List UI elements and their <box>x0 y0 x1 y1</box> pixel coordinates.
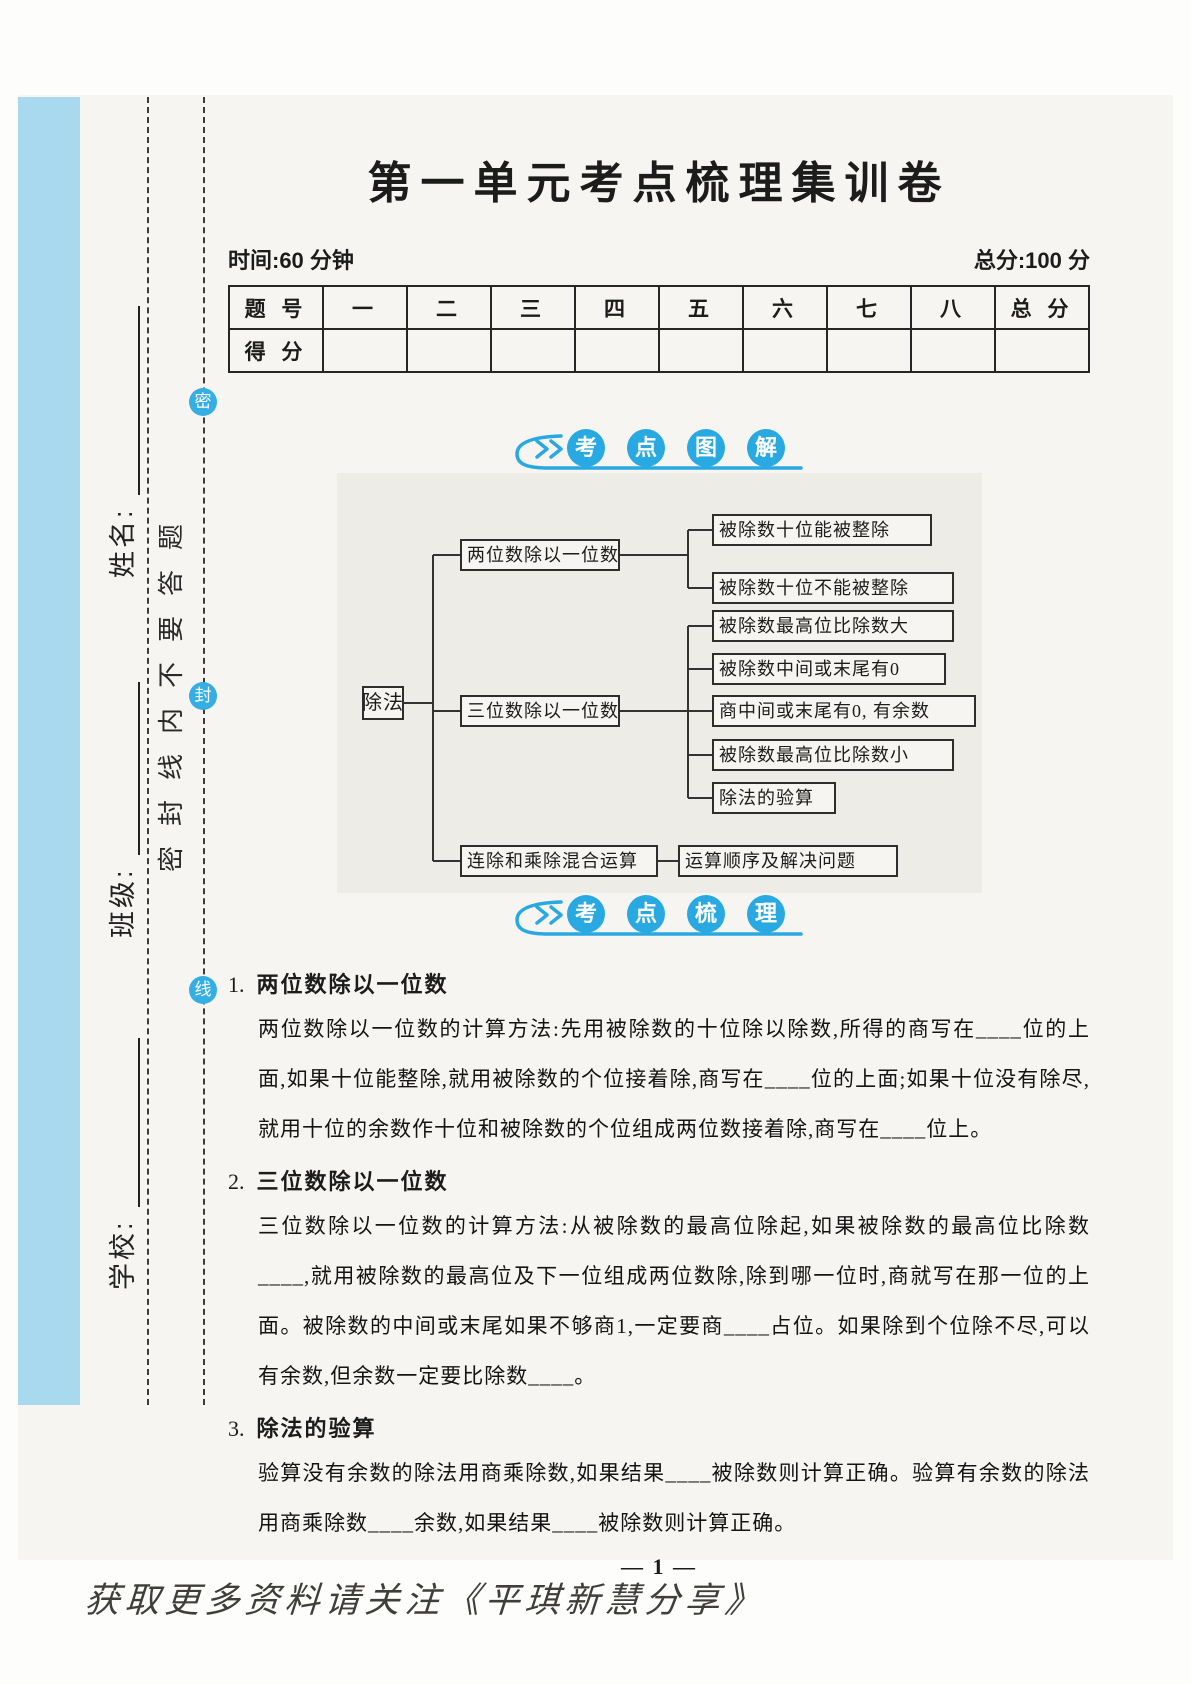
section-body: 两位数除以一位数的计算方法:先用被除数的十位除以除数,所得的商写在____位的上… <box>258 1017 1090 1141</box>
class-blank-line <box>130 682 140 856</box>
flowchart-leaf: 运算顺序及解决问题 <box>678 845 898 877</box>
flowchart-node-branch-1: 两位数除以一位数 <box>460 539 620 571</box>
score-cell-empty <box>994 328 1090 373</box>
flowchart-leaf: 被除数十位不能被整除 <box>712 572 954 604</box>
name-label: 姓名: <box>108 507 138 578</box>
seal-dashed-line-outer <box>203 97 205 1405</box>
score-cell-empty <box>826 328 912 373</box>
seal-dashed-line-inner <box>147 97 149 1405</box>
main-content: 第一单元考点梳理集训卷 时间:60 分钟 总分:100 分 题 号 一 二 三 … <box>228 155 1090 1582</box>
badge-char: 理 <box>747 895 785 933</box>
time-limit-label: 时间:60 分钟 <box>228 248 354 273</box>
score-cell-empty <box>658 328 744 373</box>
seal-circle-mi: 密 <box>189 388 217 416</box>
flowchart-leaf: 被除数十位能被整除 <box>712 514 932 546</box>
flowchart-leaf: 被除数最高位比除数大 <box>712 610 954 642</box>
division-flowchart: 除法 两位数除以一位数 三位数除以一位数 连除和乘除混合运算 被除数十位能被整除… <box>337 473 982 893</box>
section-number: 3. <box>228 1416 245 1441</box>
exam-info-row: 时间:60 分钟 总分:100 分 <box>228 243 1090 275</box>
school-blank-line <box>130 1038 140 1208</box>
score-table-column-1: 一 <box>322 285 408 330</box>
student-class-field: 班级: <box>106 682 140 938</box>
footer-promo-text: 获取更多资料请关注《平琪新慧分享》 <box>83 1581 767 1620</box>
score-label-cell: 得 分 <box>228 328 324 373</box>
section-1-heading: 1. 两位数除以一位数 <box>228 971 1090 998</box>
badge-key-points-diagram: 考 点 图 解 <box>509 427 809 473</box>
seal-circle-xian: 线 <box>189 976 217 1004</box>
section-title: 两位数除以一位数 <box>256 972 449 997</box>
flowchart-connectors <box>404 529 712 862</box>
class-label: 班级: <box>108 867 138 938</box>
swoosh-arrow-icon <box>515 434 803 470</box>
score-table-column-5: 五 <box>658 285 744 330</box>
score-cell-empty <box>574 328 660 373</box>
sidebar-blue-band <box>18 97 80 1405</box>
badge-char: 考 <box>567 429 605 467</box>
score-table-column-7: 七 <box>826 285 912 330</box>
page-number: — 1 — <box>621 1554 697 1579</box>
flowchart-leaf: 除法的验算 <box>712 782 836 814</box>
section-number: 2. <box>228 1169 245 1194</box>
score-cell-empty <box>322 328 408 373</box>
score-table-column-total: 总 分 <box>994 285 1090 330</box>
section-2-heading: 2. 三位数除以一位数 <box>228 1168 1090 1195</box>
question-number-label-cell: 题 号 <box>228 285 324 330</box>
score-table: 题 号 一 二 三 四 五 六 七 八 总 分 得 分 <box>228 285 1090 373</box>
badge-char: 考 <box>567 895 605 933</box>
section-title: 三位数除以一位数 <box>256 1169 449 1194</box>
score-table-column-3: 三 <box>490 285 576 330</box>
flowchart-node-branch-3: 连除和乘除混合运算 <box>460 845 658 877</box>
section-body: 三位数除以一位数的计算方法:从被除数的最高位除起,如果被除数的最高位比除数___… <box>258 1214 1090 1388</box>
badge-char: 图 <box>687 429 725 467</box>
name-blank-line <box>130 306 140 496</box>
score-table-header-row: 题 号 一 二 三 四 五 六 七 八 总 分 <box>228 285 1090 330</box>
score-table-column-4: 四 <box>574 285 660 330</box>
review-sections: 1. 两位数除以一位数 两位数除以一位数的计算方法:先用被除数的十位除以除数,所得… <box>228 971 1090 1548</box>
section-2: 2. 三位数除以一位数 三位数除以一位数的计算方法:从被除数的最高位除起,如果被除… <box>228 1168 1090 1401</box>
badge-char: 点 <box>627 895 665 933</box>
section-body: 验算没有余数的除法用商乘除数,如果结果____被除数则计算正确。验算有余数的除法… <box>258 1461 1090 1535</box>
score-table-column-2: 二 <box>406 285 492 330</box>
badge-char: 解 <box>747 429 785 467</box>
section-3-heading: 3. 除法的验算 <box>228 1415 1090 1442</box>
score-cell-empty <box>742 328 828 373</box>
swoosh-arrow-icon <box>515 900 803 936</box>
section-number: 1. <box>228 972 245 997</box>
badge-char: 点 <box>627 429 665 467</box>
section-title: 除法的验算 <box>256 1416 377 1441</box>
page-title: 第一单元考点梳理集训卷 <box>367 159 951 208</box>
seal-circle-feng: 封 <box>189 682 217 710</box>
score-table-score-row: 得 分 <box>228 328 1090 373</box>
school-label: 学校: <box>108 1219 138 1290</box>
badge-key-points-review: 考 点 梳 理 <box>509 893 809 939</box>
flowchart-leaf: 被除数中间或末尾有0 <box>712 653 946 685</box>
flowchart-leaf: 商中间或末尾有0, 有余数 <box>712 695 976 727</box>
flowchart-node-root: 除法 <box>362 686 404 720</box>
score-cell-empty <box>406 328 492 373</box>
score-table-column-8: 八 <box>910 285 996 330</box>
flowchart-leaf: 被除数最高位比除数小 <box>712 739 954 771</box>
section-1: 1. 两位数除以一位数 两位数除以一位数的计算方法:先用被除数的十位除以除数,所得… <box>228 971 1090 1154</box>
student-name-field: 姓名: <box>106 306 140 578</box>
flowchart-node-branch-2: 三位数除以一位数 <box>460 695 620 727</box>
seal-instruction-text: 密封线内不要答题 <box>156 503 186 872</box>
student-school-field: 学校: <box>106 1038 140 1290</box>
score-table-column-6: 六 <box>742 285 828 330</box>
section-3: 3. 除法的验算 验算没有余数的除法用商乘除数,如果结果____被除数则计算正确。… <box>228 1415 1090 1548</box>
score-cell-empty <box>910 328 996 373</box>
badge-char: 梳 <box>687 895 725 933</box>
total-score-label: 总分:100 分 <box>973 248 1090 273</box>
score-cell-empty <box>490 328 576 373</box>
